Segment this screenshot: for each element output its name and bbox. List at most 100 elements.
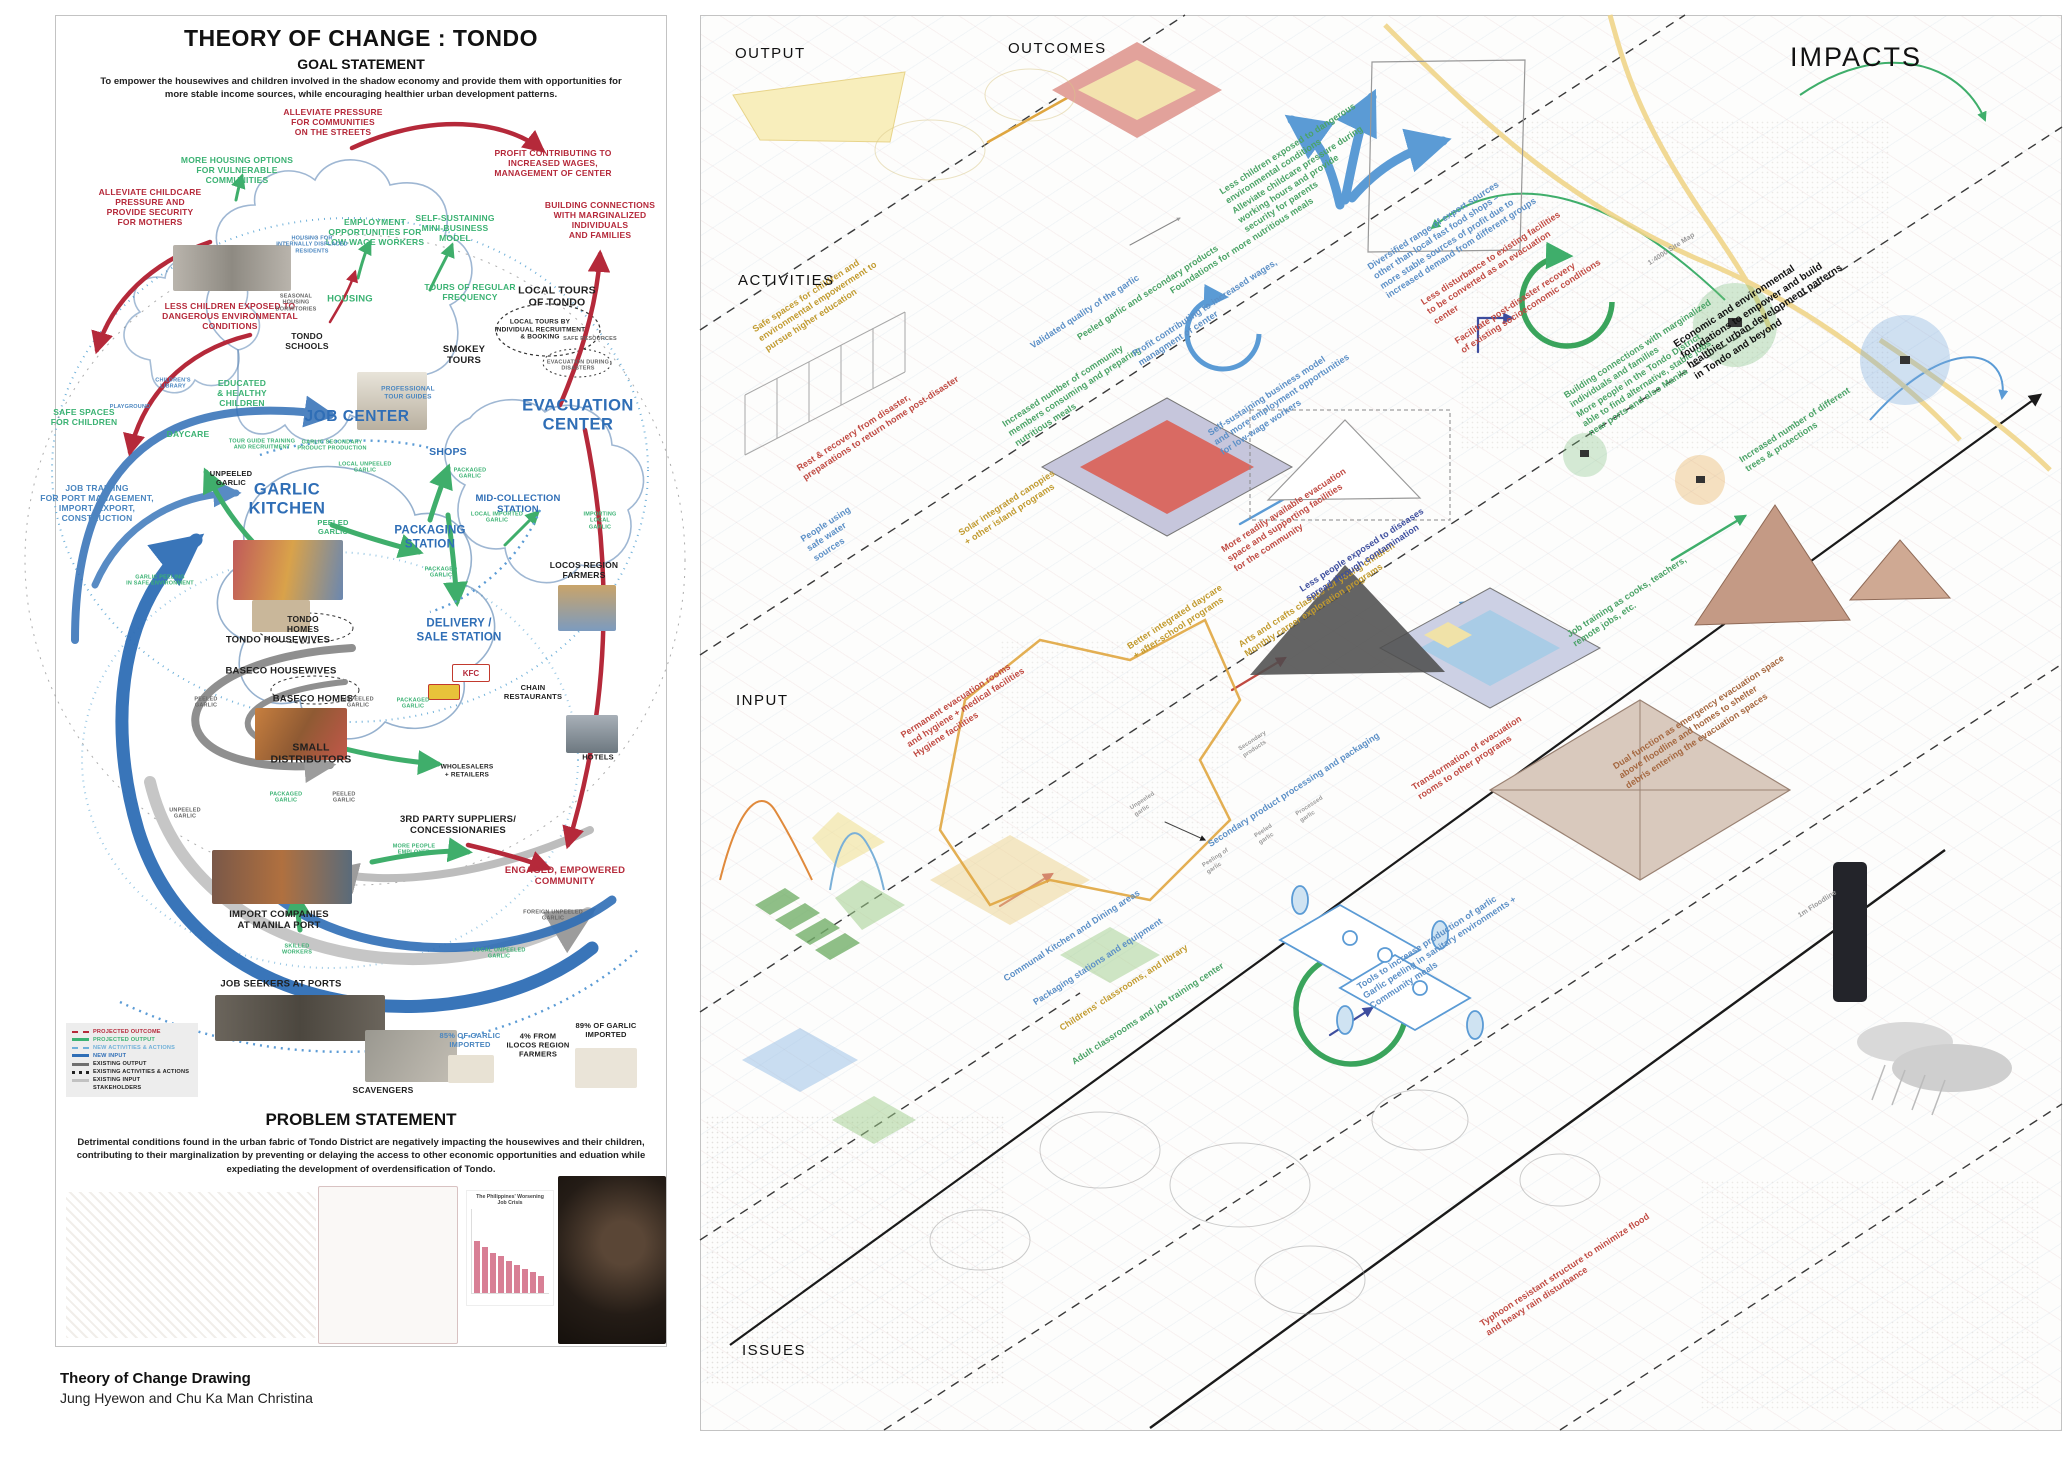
- warehouse-frame-sketch: [744, 311, 906, 456]
- legend-label: NEW ACTIVITIES & ACTIONS: [93, 1044, 176, 1051]
- label-educated-healthy: EDUCATED & HEALTHY CHILDREN: [217, 377, 267, 409]
- label-foreign-unpeeled: FOREIGN UNPEELED GARLIC: [523, 909, 583, 922]
- legend-swatch-new-input: [72, 1054, 89, 1058]
- figure-sketches: [874, 68, 1601, 1315]
- label-import-companies: IMPORT COMPANIES AT MANILA PORT: [229, 908, 329, 931]
- goal-heading: GOAL STATEMENT: [297, 56, 425, 72]
- label-local-unpeeled-2: LOCAL UNPEELED GARLIC: [472, 947, 526, 960]
- legend-swatch-projected-outcome: [72, 1030, 89, 1033]
- label-pct-89: 89% OF GARLIC IMPORTED: [575, 1021, 637, 1039]
- left-input-arcs: [71, 395, 617, 1013]
- left-panel: [55, 15, 667, 1347]
- three-way-arrow-icon: [1284, 88, 1452, 210]
- photo-farmer: [558, 585, 616, 631]
- plan-floor-plates: [742, 812, 1160, 1144]
- label-third-party: 3RD PARTY SUPPLIERS/ CONCESSIONARIES: [399, 813, 517, 836]
- label-professional-tour-guides: PROFESSIONAL TOUR GUIDES: [381, 385, 435, 400]
- label-packaged-garlic-1: PACKAGED GARLIC: [424, 566, 458, 579]
- chart-bar: [482, 1246, 488, 1293]
- section-output: OUTPUT: [735, 45, 806, 62]
- label-playground: PLAYGROUND: [109, 403, 151, 410]
- label-evacuation-center: EVACUATION CENTER: [522, 396, 634, 434]
- photo-street-vendor: [252, 600, 310, 632]
- legend-label: PROJECTED OUTPUT: [93, 1036, 155, 1043]
- page-title: THEORY OF CHANGE : TONDO: [183, 25, 539, 51]
- sketch-district-map: [318, 1186, 458, 1344]
- photo-chef: [357, 372, 427, 430]
- job-crisis-chart-title: The Philippines' Worsening Job Crisis: [476, 1194, 544, 1206]
- label-housing: HOUSING: [327, 293, 373, 305]
- label-tondo-schools: TONDO SCHOOLS: [285, 330, 329, 351]
- goal-text: To empower the housewives and children i…: [100, 76, 622, 100]
- label-seasonal-housing: SEASONAL HOUSING DORMITORIES: [275, 293, 317, 313]
- sketch-city-bottom-left: [705, 1115, 1005, 1385]
- label-building-connections: BUILDING CONNECTIONS WITH MARGINALIZED I…: [544, 199, 656, 241]
- legend-row: NEW INPUT: [72, 1052, 192, 1059]
- label-tour-guide-training: TOUR GUIDE TRAINING AND RECRUITMENT: [228, 438, 296, 451]
- credit-block: Theory of Change Drawing Jung Hyewon and…: [60, 1370, 313, 1406]
- legend-label: PROJECTED OUTCOME: [93, 1028, 161, 1035]
- label-alleviate-childcare: ALLEVIATE CHILDCARE PRESSURE AND PROVIDE…: [98, 186, 202, 228]
- photo-port-containers: [212, 850, 352, 904]
- legend-swatch-existing-output: [72, 1062, 89, 1066]
- chart-bar: [538, 1276, 544, 1293]
- blue-courtyard-building: [1378, 587, 1602, 709]
- photo-overlay-scribbles: [719, 800, 885, 891]
- label-housing-displaced: HOUSING FOR INTERNALLY DISPLACED RESIDEN…: [276, 235, 348, 255]
- label-unpeeled-garlic-3: UNPEELED GARLIC: [169, 807, 201, 820]
- label-small-distributors: SMALL DISTRIBUTORS: [270, 741, 352, 766]
- photo-children-tires: [173, 245, 291, 291]
- label-baseco-homes: BASECO HOMES: [272, 693, 354, 705]
- label-job-seekers: JOB SEEKERS AT PORTS: [220, 978, 342, 990]
- label-mid-collection: MID-COLLECTION STATION: [475, 492, 561, 515]
- job-crisis-chart-bars: [471, 1209, 549, 1294]
- label-garlic-secondary-production: GARLIC SECONDARY PRODUCT PRODUCTION: [297, 439, 367, 452]
- label-garlic-kitchen: GARLIC KITCHEN: [248, 480, 326, 518]
- label-tours-frequency: TOURS OF REGULAR FREQUENCY: [424, 281, 516, 302]
- label-safe-spaces: SAFE SPACES FOR CHILDREN: [50, 406, 118, 427]
- label-scavengers: SCAVENGERS: [352, 1084, 414, 1095]
- credit-authors: Jung Hyewon and Chu Ka Man Christina: [60, 1390, 313, 1406]
- label-wholesalers-retailers: WHOLESALERS + RETAILERS: [440, 763, 494, 778]
- label-garlic-peeling-safe: GARLIC PEELING IN SAFE ENVIRONMENT: [126, 574, 194, 587]
- phone-photo: [1833, 862, 1867, 1002]
- site-boundary-outline: [938, 618, 1242, 907]
- city-map-highlights: [1367, 59, 1950, 505]
- legend-row: EXISTING OUTPUT: [72, 1061, 192, 1068]
- label-safe-resources: SAFE RESOURCES: [563, 335, 617, 342]
- legend-row: EXISTING INPUT: [72, 1077, 192, 1084]
- legend-label: EXISTING INPUT: [93, 1077, 141, 1084]
- photo-crowd-ports: [215, 995, 385, 1041]
- chart-bar: [514, 1265, 520, 1293]
- chart-bar: [490, 1252, 496, 1293]
- label-local-tours-tondo: LOCAL TOURS OF TONDO: [518, 284, 596, 309]
- legend: PROJECTED OUTCOME PROJECTED OUTPUT NEW A…: [66, 1023, 198, 1097]
- left-dotted-rings: [24, 217, 686, 969]
- label-pct-85: 85% OF GARLIC IMPORTED: [439, 1031, 501, 1049]
- chart-bar: [522, 1268, 528, 1293]
- label-packaging-station: PACKAGING STATION: [394, 524, 466, 550]
- chart-bar: [506, 1261, 512, 1293]
- legend-label: NEW INPUT: [93, 1052, 127, 1059]
- section-activities: ACTIVITIES: [738, 272, 835, 289]
- label-employment-opportunities: EMPLOYMENT OPPORTUNITIES FOR LOW-WAGE WO…: [325, 216, 425, 248]
- label-pct-4: 4% FROM ILOCOS REGION FARMERS: [506, 1031, 570, 1059]
- label-locos-farmers: LOCOS REGION FARMERS: [549, 559, 619, 580]
- output-yellow-wedge: [732, 42, 1222, 143]
- sketch-map-manila: [66, 1192, 316, 1338]
- section-outcomes: OUTCOMES: [1008, 40, 1107, 57]
- label-alleviate-pressure: ALLEVIATE PRESSURE FOR COMMUNITIES ON TH…: [283, 106, 383, 138]
- photo-garlic-pile-small: [448, 1055, 494, 1083]
- label-local-tours-booking: LOCAL TOURS BY INDIVIDUAL RECRUITMENT & …: [494, 318, 586, 341]
- right-cycle-loops: [1184, 241, 1615, 1067]
- chip-kfc-logo: KFC: [452, 664, 490, 682]
- label-importing-local-garlic: IMPORTING LOCAL GARLIC: [583, 511, 617, 531]
- photo-women-group: [233, 540, 343, 600]
- label-local-unpeeled-1: LOCAL UNPEELED GARLIC: [338, 461, 392, 474]
- label-peeled-garlic-1: PEELED GARLIC: [317, 518, 349, 536]
- label-peeled-garlic-3: PEELED GARLIC: [332, 791, 356, 804]
- kfc-label: KFC: [462, 668, 480, 678]
- label-less-children: LESS CHILDREN EXPOSED TO DANGEROUS ENVIR…: [162, 300, 298, 332]
